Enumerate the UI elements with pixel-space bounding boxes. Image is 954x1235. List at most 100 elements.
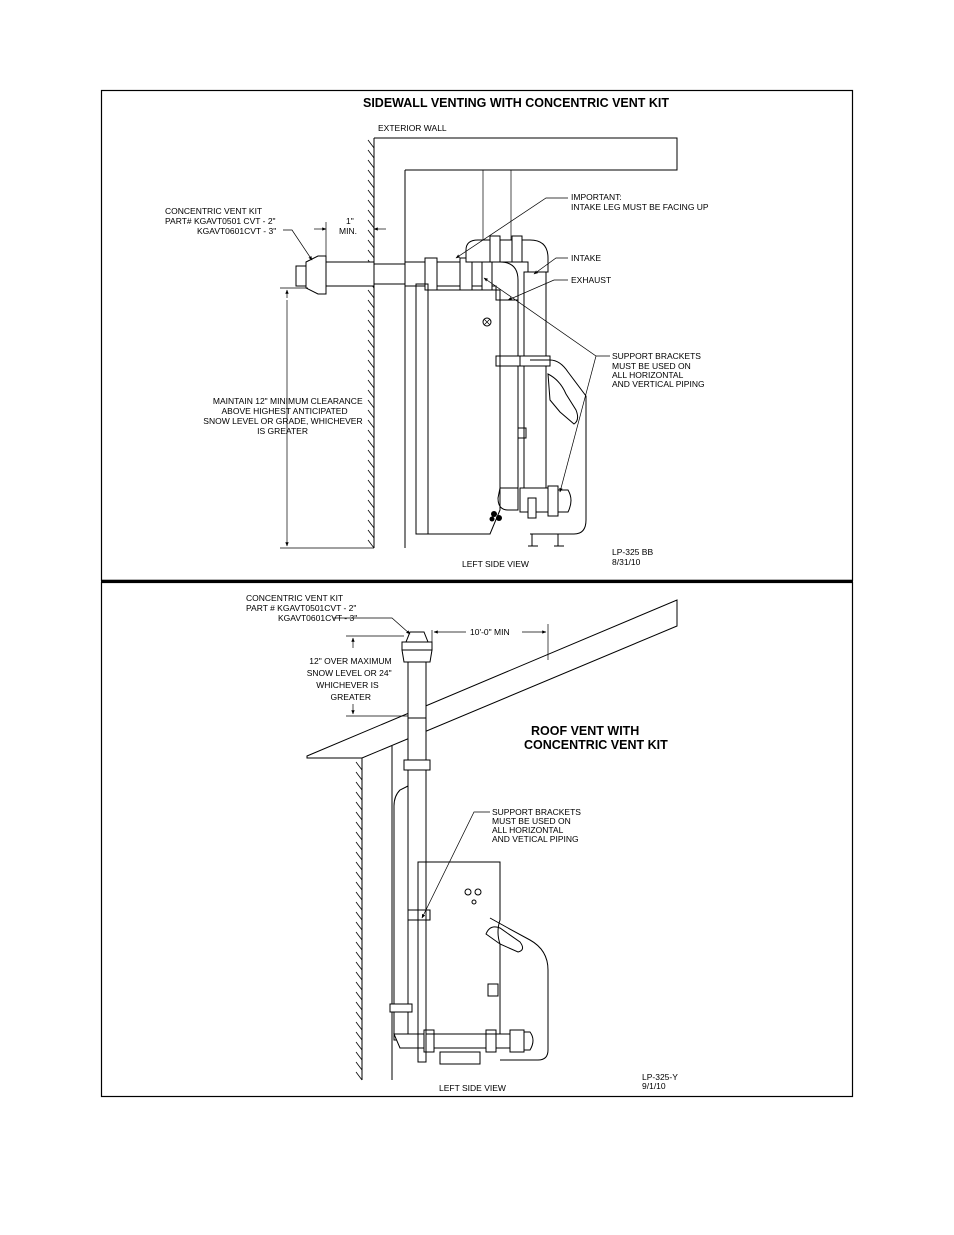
hatch-tick (367, 189, 375, 199)
top-panel-frame (100, 89, 854, 582)
kit-leader (283, 229, 313, 261)
roof-vent-pipes (389, 717, 534, 1053)
support-leader (559, 355, 597, 493)
hatch-tick (367, 239, 375, 249)
sidewall-drawing: SIDEWALL VENTING WITH CONCENTRIC VENT KI… (165, 96, 709, 569)
snow-note: 12" OVER MAXIMUM SNOW LEVEL OR 24" WHICH… (307, 656, 394, 702)
hatch-tick (367, 379, 375, 389)
hatch-tick (367, 249, 375, 259)
hatch-tick (367, 169, 375, 179)
wall-hatching (367, 139, 375, 549)
hatch-tick (355, 801, 363, 811)
hatch-tick (367, 309, 375, 319)
roof-vent-terminal (401, 631, 433, 719)
hatch-tick (355, 941, 363, 951)
hatch-tick (355, 761, 363, 771)
hatch-tick (355, 921, 363, 931)
wall-hatching-bottom (355, 761, 363, 1081)
drawing-id-top: LP-325 BB 8/31/10 (612, 547, 656, 567)
hatch-tick (355, 821, 363, 831)
hatch-tick (355, 951, 363, 961)
hatch-tick (367, 539, 375, 549)
hatch-tick (367, 179, 375, 189)
hatch-tick (367, 329, 375, 339)
ceiling-slab (374, 137, 678, 171)
hatch-tick (367, 199, 375, 209)
intake-label: INTAKE (571, 253, 601, 263)
roof-title: ROOF VENT WITH CONCENTRIC VENT KIT (524, 724, 668, 752)
drawing-id-bottom: LP-325-Y 9/1/10 (642, 1072, 680, 1091)
left-side-view-top: LEFT SIDE VIEW (462, 559, 529, 569)
hatch-tick (367, 319, 375, 329)
hatch-tick (367, 389, 375, 399)
hatch-tick (355, 871, 363, 881)
hatch-tick (355, 911, 363, 921)
exhaust-label: EXHAUST (571, 275, 611, 285)
hatch-tick (355, 841, 363, 851)
hatch-tick (367, 419, 375, 429)
hatch-tick (355, 1051, 363, 1061)
hatch-tick (355, 1071, 363, 1081)
water-heater-body (415, 283, 587, 547)
hatch-tick (355, 1011, 363, 1021)
hatch-tick (355, 1061, 363, 1071)
roof-water-heater (417, 861, 549, 1065)
support-note-top: SUPPORT BRACKETS MUST BE USED ON ALL HOR… (612, 351, 705, 389)
hatch-tick (367, 509, 375, 519)
roof-drawing: CONCENTRIC VENT KIT PART # KGAVT0501CVT … (246, 593, 680, 1093)
hatch-tick (355, 981, 363, 991)
hatch-tick (367, 489, 375, 499)
hatch-tick (367, 159, 375, 169)
hatch-tick (367, 449, 375, 459)
hatch-tick (355, 851, 363, 861)
exterior-wall-label: EXTERIOR WALL (378, 123, 447, 133)
kit-label-top: CONCENTRIC VENT KIT PART# KGAVT0501 CVT … (165, 206, 278, 236)
hatch-tick (355, 891, 363, 901)
hatch-tick (367, 479, 375, 489)
intake-leader (533, 257, 568, 275)
support-note-bottom: SUPPORT BRACKETS MUST BE USED ON ALL HOR… (492, 807, 583, 844)
hatch-tick (367, 409, 375, 419)
hatch-tick (355, 901, 363, 911)
hatch-tick (355, 881, 363, 891)
hatch-tick (367, 139, 375, 149)
hatch-tick (367, 469, 375, 479)
hatch-tick (367, 219, 375, 229)
hatch-tick (367, 519, 375, 529)
min-dimension-label: 1" MIN. (339, 216, 357, 236)
kit-leader-bottom (333, 617, 411, 635)
hatch-tick (367, 499, 375, 509)
hatch-tick (355, 791, 363, 801)
hatch-tick (355, 861, 363, 871)
hatch-tick (367, 429, 375, 439)
hatch-tick (367, 149, 375, 159)
min-distance-label: 10'-0" MIN (470, 627, 510, 637)
hatch-tick (355, 831, 363, 841)
support-leader-bottom (421, 811, 490, 919)
clearance-note: MAINTAIN 12" MINIMUM CLEARANCE ABOVE HIG… (203, 396, 365, 436)
hatch-tick (367, 359, 375, 369)
hatch-tick (355, 781, 363, 791)
hatch-tick (355, 811, 363, 821)
hatch-tick (367, 349, 375, 359)
hatch-tick (367, 369, 375, 379)
hatch-tick (367, 209, 375, 219)
left-side-view-bottom: LEFT SIDE VIEW (439, 1083, 506, 1093)
hatch-tick (355, 1031, 363, 1041)
hatch-tick (355, 931, 363, 941)
sidewall-title: SIDEWALL VENTING WITH CONCENTRIC VENT KI… (363, 96, 669, 110)
hatch-tick (355, 771, 363, 781)
horizontal-vent-pipe (404, 235, 572, 519)
hatch-tick (367, 299, 375, 309)
hatch-tick (367, 339, 375, 349)
kit-label-bottom: CONCENTRIC VENT KIT PART # KGAVT0501CVT … (246, 593, 359, 623)
roof-slab (306, 599, 678, 759)
hatch-tick (355, 1041, 363, 1051)
hatch-tick (355, 991, 363, 1001)
hatch-tick (367, 289, 375, 299)
hatch-tick (367, 439, 375, 449)
hatch-tick (355, 1001, 363, 1011)
hatch-tick (355, 971, 363, 981)
hatch-tick (355, 961, 363, 971)
